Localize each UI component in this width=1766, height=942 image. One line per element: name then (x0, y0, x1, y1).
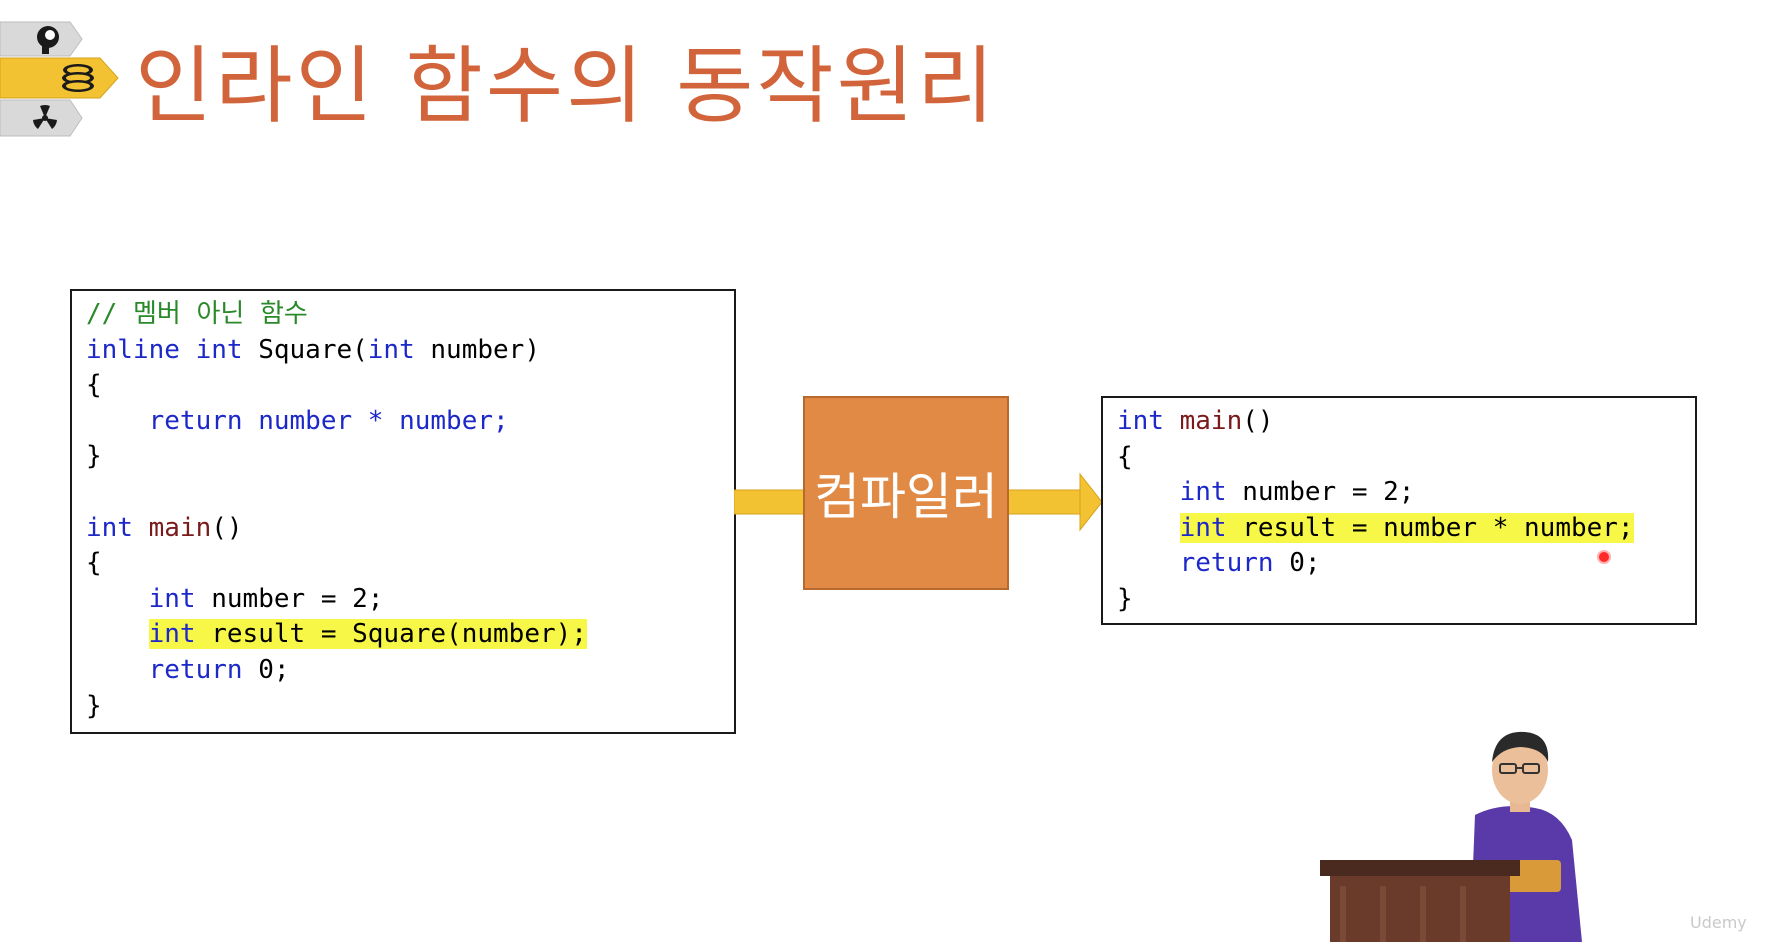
code-function-name: main (1179, 406, 1243, 436)
code-keyword: return (148, 654, 243, 685)
laser-pointer-dot (1597, 550, 1611, 564)
nav-tab-brain[interactable] (0, 20, 85, 58)
nav-tab-radiation[interactable] (0, 98, 85, 138)
code-keyword: int (1179, 477, 1227, 508)
code-text: number) (430, 334, 540, 365)
highlighted-call-line: int result = Square(number); (148, 619, 587, 650)
brain-icon (37, 26, 59, 54)
code-text: number * number; (258, 405, 509, 436)
code-text: { (86, 370, 102, 401)
code-text: result = Square(number); (211, 619, 587, 650)
code-text: 0; (258, 654, 290, 685)
code-keyword: int (148, 619, 196, 650)
code-keyword: inline (86, 334, 180, 365)
code-text: result = number * number; (1242, 512, 1634, 543)
code-text: Square( (258, 334, 368, 365)
udemy-watermark: Udemy (1690, 913, 1747, 932)
presenter-figure (1320, 731, 1582, 942)
code-text: { (86, 548, 102, 579)
nav-tab-books[interactable] (0, 56, 122, 100)
code-text: 0; (1289, 548, 1321, 579)
highlighted-inlined-line: int result = number * number; (1179, 512, 1634, 543)
code-text: } (86, 441, 102, 472)
radiation-icon (33, 105, 57, 129)
code-text: } (86, 690, 102, 721)
code-text: { (1117, 441, 1133, 472)
code-keyword: int (367, 334, 415, 365)
compiler-label: 컴파일러 (814, 468, 998, 526)
books-icon (62, 64, 94, 92)
code-function-name: main (148, 512, 212, 543)
code-keyword: return (1179, 548, 1274, 579)
code-keyword: int (1117, 406, 1164, 436)
code-keyword: int (1179, 512, 1227, 543)
compiler-box: 컴파일러 (803, 396, 1009, 590)
code-text: () (1242, 406, 1274, 436)
source-code: // 멤버 아닌 함수 inline int Square(int number… (86, 297, 587, 724)
code-keyword: int (86, 512, 133, 543)
code-keyword: int (195, 334, 243, 365)
code-text: number = 2; (211, 583, 384, 614)
compiled-code: int main() { int number = 2; int result … (1117, 404, 1634, 618)
code-keyword: return (148, 405, 243, 436)
code-comment: // 멤버 아닌 함수 (86, 299, 308, 329)
slide-title: 인라인 함수의 동작원리 (135, 37, 998, 135)
code-text: () (211, 512, 243, 543)
source-code-box: // 멤버 아닌 함수 inline int Square(int number… (70, 289, 736, 734)
compiled-code-box: int main() { int number = 2; int result … (1101, 396, 1697, 625)
code-keyword: int (148, 583, 196, 614)
code-text: } (1117, 583, 1133, 614)
code-text: number = 2; (1242, 477, 1415, 508)
